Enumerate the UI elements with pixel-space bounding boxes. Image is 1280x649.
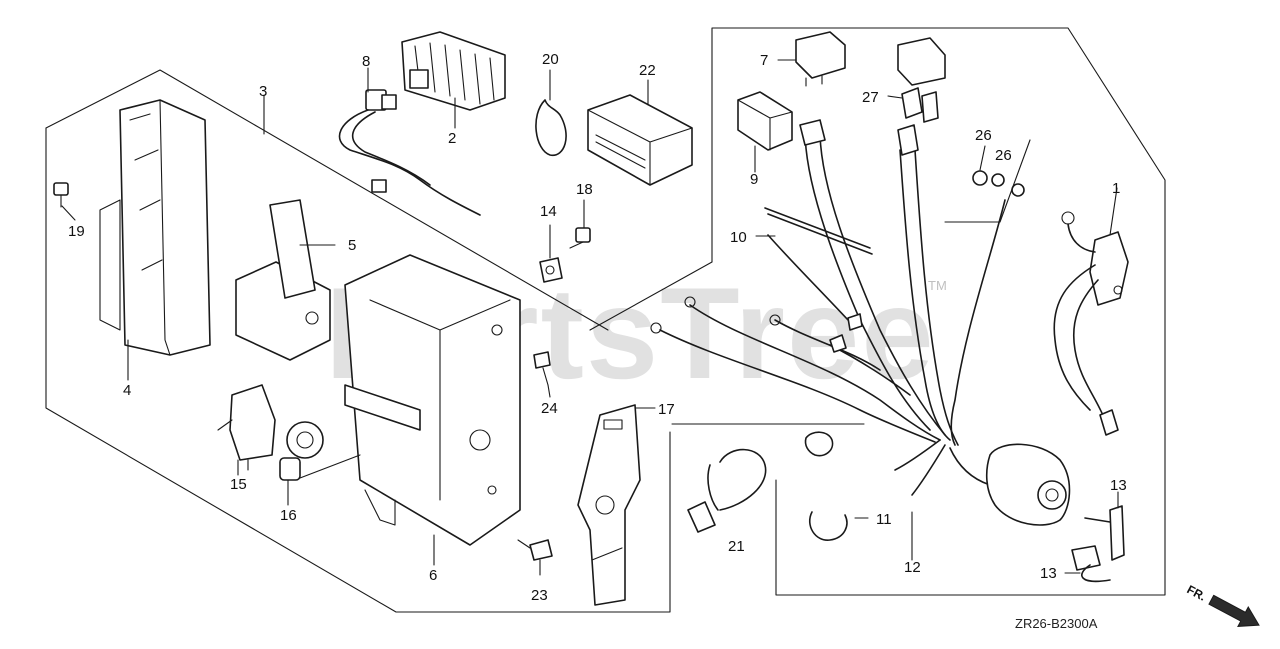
- part-nut-26[interactable]: [972, 170, 1025, 197]
- callout-14[interactable]: 14: [540, 203, 557, 220]
- callout-21[interactable]: 21: [728, 538, 745, 555]
- callout-20[interactable]: 20: [542, 51, 559, 68]
- callout-12[interactable]: 12: [904, 559, 921, 576]
- callout-22[interactable]: 22: [639, 62, 656, 79]
- part-screw-23[interactable]: [517, 539, 553, 561]
- part-clamp-20[interactable]: [535, 99, 567, 156]
- leader-26: [944, 139, 1031, 223]
- callout-9[interactable]: 9: [750, 171, 758, 188]
- part-bolt-18[interactable]: [569, 227, 591, 249]
- callout-4[interactable]: 4: [123, 382, 131, 399]
- callout-15[interactable]: 15: [230, 476, 247, 493]
- right-group-frame: [589, 27, 1166, 596]
- callout-1[interactable]: 1: [1112, 180, 1120, 197]
- callout-6[interactable]: 6: [429, 567, 437, 584]
- callout-26b[interactable]: 26: [995, 147, 1012, 164]
- part-fuse-holder[interactable]: [897, 37, 946, 123]
- callout-10[interactable]: 10: [730, 229, 747, 246]
- part-starter-solenoid[interactable]: [985, 443, 1071, 526]
- part-relay-7[interactable]: [795, 31, 846, 87]
- callout-11[interactable]: 11: [876, 511, 892, 528]
- callout-labels: 1 2 3 4 5 6 7 8 9 10 11 12 13 13 14 15 1…: [68, 51, 1127, 604]
- front-arrow-icon: [1208, 594, 1260, 627]
- leader-lines: [61, 59, 1119, 576]
- callout-17[interactable]: 17: [658, 401, 675, 418]
- callout-18[interactable]: 18: [576, 181, 593, 198]
- callout-23[interactable]: 23: [531, 587, 548, 604]
- part-wire-10[interactable]: [764, 207, 873, 255]
- part-bracket[interactable]: [235, 199, 331, 361]
- callout-26a[interactable]: 26: [975, 127, 992, 144]
- callout-24[interactable]: 24: [541, 400, 558, 417]
- part-key-13[interactable]: [1071, 505, 1125, 583]
- callout-3[interactable]: 3: [259, 83, 267, 100]
- part-control-panel[interactable]: [344, 254, 521, 546]
- watermark-trademark: TM: [928, 278, 947, 293]
- part-screw-19[interactable]: [53, 182, 69, 208]
- callout-19[interactable]: 19: [68, 223, 85, 240]
- part-screw-24[interactable]: [533, 351, 551, 386]
- part-cover[interactable]: [99, 99, 211, 356]
- front-direction-marker: FR.: [1185, 582, 1260, 627]
- part-terminal-1[interactable]: [1053, 211, 1129, 436]
- part-clamp-14[interactable]: [539, 257, 563, 283]
- part-switch[interactable]: [217, 384, 276, 471]
- part-relay-9[interactable]: [737, 91, 793, 151]
- part-module[interactable]: [587, 94, 693, 186]
- part-wire-8[interactable]: [338, 89, 481, 216]
- part-outlet[interactable]: [279, 421, 361, 481]
- part-band-21[interactable]: [687, 448, 767, 533]
- part-wire-harness[interactable]: [650, 119, 1006, 496]
- part-clip-11[interactable]: [804, 431, 848, 541]
- bottom-right-group-frame: [671, 423, 1079, 596]
- callout-2[interactable]: 2: [448, 130, 456, 147]
- callout-13b[interactable]: 13: [1040, 565, 1057, 582]
- part-regulator[interactable]: [401, 31, 506, 111]
- callout-5[interactable]: 5: [348, 237, 356, 254]
- diagram-code: ZR26-B2300A: [1015, 616, 1098, 631]
- left-group-frame: [45, 69, 671, 613]
- callout-27[interactable]: 27: [862, 89, 879, 106]
- callout-16[interactable]: 16: [280, 507, 297, 524]
- callout-7[interactable]: 7: [760, 52, 768, 69]
- part-stay-plate[interactable]: [577, 404, 641, 606]
- callout-13a[interactable]: 13: [1110, 477, 1127, 494]
- front-label: FR.: [1185, 582, 1209, 603]
- callout-8[interactable]: 8: [362, 53, 370, 70]
